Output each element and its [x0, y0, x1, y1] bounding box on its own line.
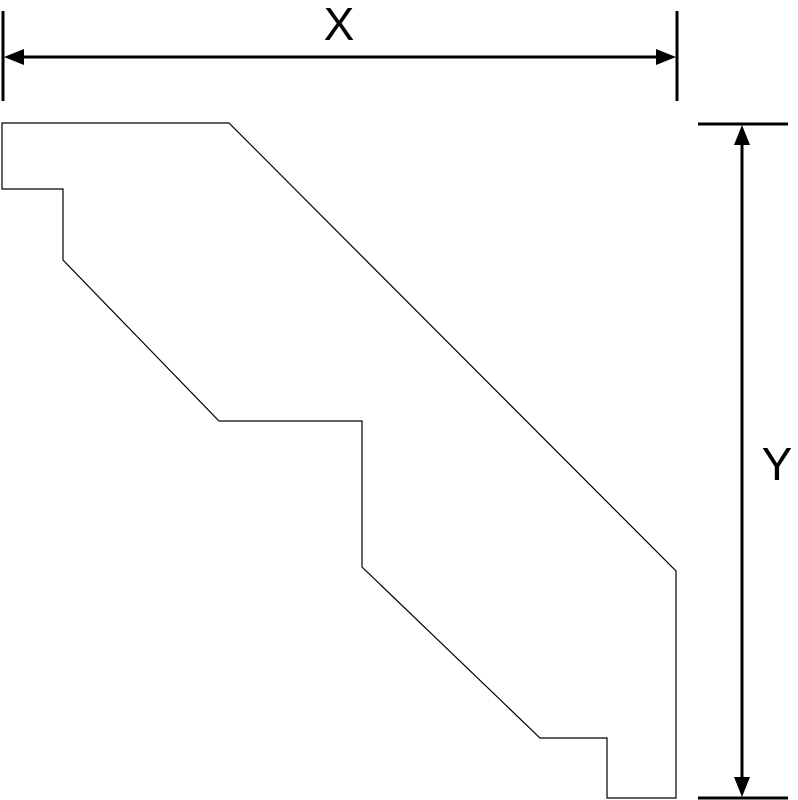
- dimension-x-arrow-right: [656, 49, 676, 65]
- dimension-y-arrow-top: [734, 125, 750, 145]
- dimension-x-label: X: [324, 0, 355, 50]
- molding-profile-outline: [1, 122, 677, 799]
- dimension-y: Y: [698, 122, 793, 800]
- dimension-x-arrow-left: [4, 49, 24, 65]
- dimension-y-arrow-bottom: [734, 777, 750, 797]
- dimension-x: X: [1, 0, 679, 101]
- dimension-y-label: Y: [762, 438, 793, 490]
